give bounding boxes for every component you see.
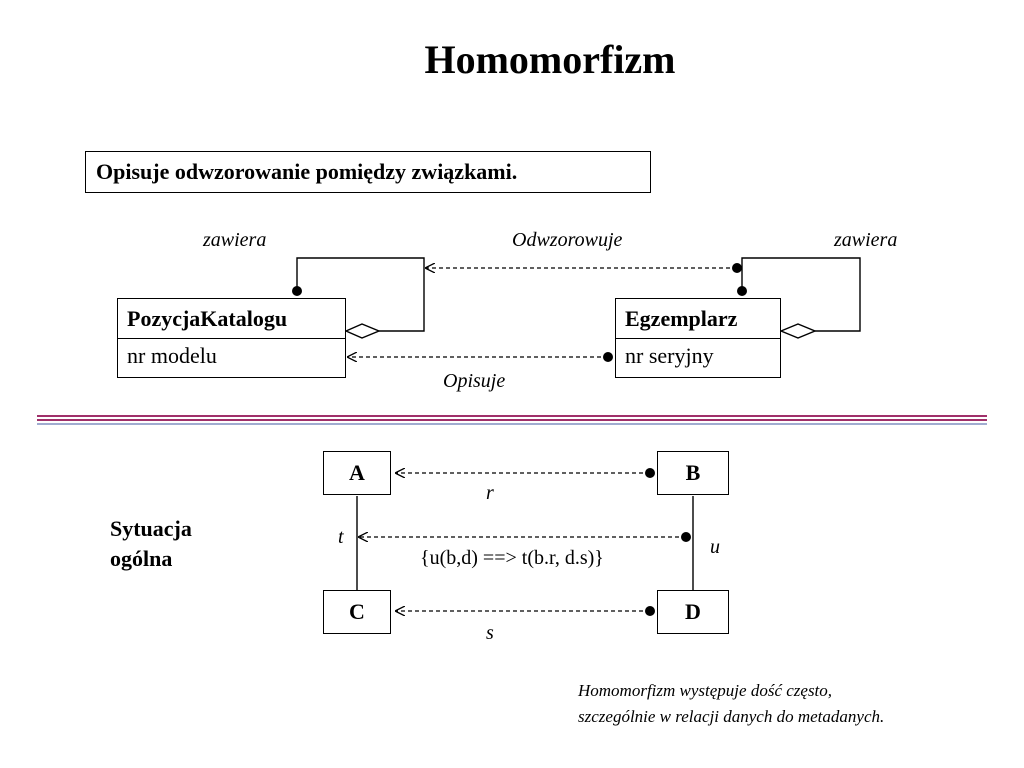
- box-c: C: [323, 590, 391, 634]
- constraint-text: {u(b,d) ==> t(b.r, d.s)}: [420, 547, 604, 569]
- box-b: B: [657, 451, 729, 495]
- class-attribute: nr modelu: [127, 343, 217, 368]
- right-zawiera-label: zawiera: [834, 229, 898, 251]
- box-a-label: A: [349, 460, 365, 485]
- box-d: D: [657, 590, 729, 634]
- r-label: r: [486, 482, 494, 504]
- class-attribute: nr seryjny: [625, 343, 714, 368]
- u-label: u: [710, 536, 720, 558]
- side-label-line2: ogólna: [110, 546, 173, 571]
- opisuje-label: Opisuje: [443, 370, 506, 392]
- right-self-association-dot: [737, 286, 747, 296]
- odwzorowuje-dot: [732, 263, 742, 273]
- class-name: PozycjaKatalogu: [118, 299, 345, 339]
- box-a: A: [323, 451, 391, 495]
- t-label: t: [338, 526, 344, 548]
- class-pozycjakatalogu: PozycjaKatalogu nr modelu: [117, 298, 346, 378]
- left-zawiera-label: zawiera: [203, 229, 267, 251]
- page-title: Homomorfizm: [424, 37, 676, 82]
- r-dot: [645, 468, 655, 478]
- right-aggregation-diamond: [779, 323, 817, 339]
- left-aggregation-diamond: [344, 323, 381, 339]
- left-self-association-line: [296, 257, 425, 332]
- side-label-line1: Sytuacja: [110, 516, 192, 541]
- general-situation-label: Sytuacja ogólna: [110, 514, 192, 574]
- s-dot: [645, 606, 655, 616]
- footnote-line1: Homomorfizm występuje dość często,: [578, 681, 833, 700]
- opisuje-dot: [603, 352, 613, 362]
- box-b-label: B: [685, 460, 701, 485]
- box-d-label: D: [685, 599, 701, 624]
- odwzorowuje-label: Odwzorowuje: [512, 229, 623, 251]
- class-egzemplarz: Egzemplarz nr seryjny: [615, 298, 781, 378]
- right-self-association-line: [741, 257, 861, 332]
- caption-box: Opisuje odwzorowanie pomiędzy związkami.: [85, 151, 651, 193]
- class-name: Egzemplarz: [616, 299, 780, 339]
- box-c-label: C: [349, 599, 365, 624]
- left-self-association-dot: [292, 286, 302, 296]
- u-to-t-dot: [681, 532, 691, 542]
- caption-text: Opisuje odwzorowanie pomiędzy związkami.: [96, 159, 518, 184]
- footnote-line2: szczególnie w relacji danych do metadany…: [578, 707, 885, 726]
- footnote: Homomorfizm występuje dość często, szcze…: [578, 678, 884, 730]
- s-label: s: [486, 622, 494, 644]
